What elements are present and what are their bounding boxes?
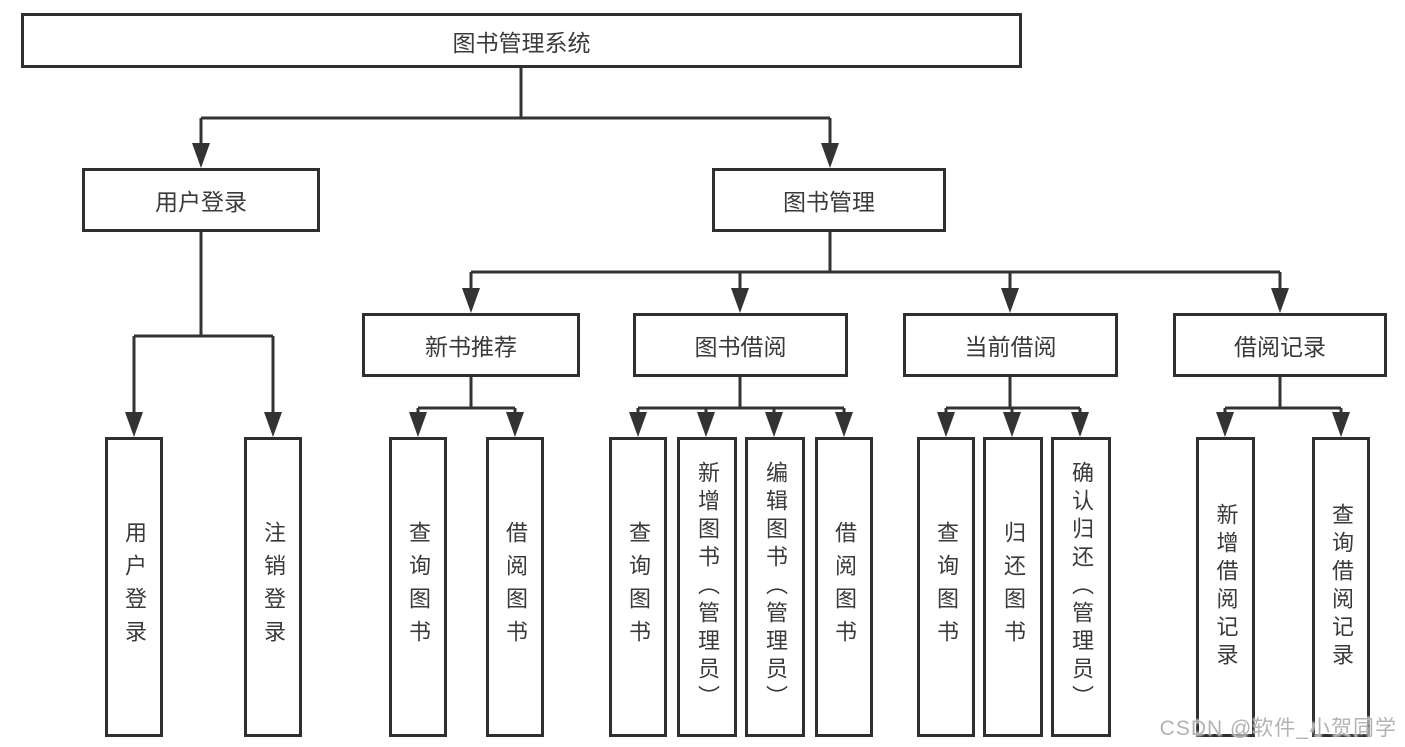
node-label: 当前借阅 <box>964 334 1057 360</box>
node-label: 图书管理 <box>783 189 875 215</box>
node-label: 图书借阅 <box>694 334 787 360</box>
node-book-management: 图书管理 <box>712 168 946 232</box>
node-label: 查询借阅记录 <box>1329 503 1354 671</box>
leaf-confirm-return-admin: 确认归还（管理员） <box>1051 437 1111 737</box>
leaf-user-login: 用户登录 <box>105 437 163 737</box>
leaf-add-books-admin: 新增图书（管理员） <box>677 437 737 737</box>
node-label: 图书管理系统 <box>452 29 591 56</box>
leaf-query-books-1: 查询图书 <box>389 437 447 737</box>
node-label: 编辑图书（管理员） <box>763 461 788 713</box>
node-library-management-system: 图书管理系统 <box>21 13 1022 68</box>
node-label: 借阅图书 <box>503 521 528 653</box>
node-label: 归还图书 <box>1001 521 1026 653</box>
node-label: 查询图书 <box>626 521 651 653</box>
node-label: 用户登录 <box>155 189 247 215</box>
node-label: 查询图书 <box>934 521 959 653</box>
leaf-query-books-2: 查询图书 <box>609 437 667 737</box>
leaf-query-borrow-record: 查询借阅记录 <box>1312 437 1370 737</box>
leaf-query-books-3: 查询图书 <box>917 437 975 737</box>
node-label: 用户登录 <box>122 521 147 653</box>
leaf-logout: 注销登录 <box>244 437 302 737</box>
node-book-borrow: 图书借阅 <box>633 313 848 377</box>
arrowheads <box>125 143 1350 437</box>
node-label: 确认归还（管理员） <box>1069 461 1094 713</box>
leaf-edit-books-admin: 编辑图书（管理员） <box>745 437 805 737</box>
node-borrow-records: 借阅记录 <box>1173 313 1387 377</box>
node-new-book-recommend: 新书推荐 <box>362 313 580 377</box>
node-label: 新增图书（管理员） <box>695 461 720 713</box>
node-label: 查询图书 <box>406 521 431 653</box>
leaf-borrow-books-2: 借阅图书 <box>815 437 873 737</box>
leaf-return-books: 归还图书 <box>983 437 1043 737</box>
csdn-watermark: CSDN @软件_小贺同学 <box>1159 717 1397 740</box>
node-label: 新书推荐 <box>425 334 517 360</box>
node-label: 借阅记录 <box>1234 334 1326 360</box>
leaf-add-borrow-record: 新增借阅记录 <box>1196 437 1255 737</box>
leaf-borrow-books-1: 借阅图书 <box>486 437 544 737</box>
node-current-borrow: 当前借阅 <box>903 313 1118 377</box>
node-label: 借阅图书 <box>832 521 857 653</box>
node-label: 注销登录 <box>261 521 286 653</box>
node-user-login: 用户登录 <box>82 168 320 232</box>
node-label: 新增借阅记录 <box>1213 503 1239 671</box>
